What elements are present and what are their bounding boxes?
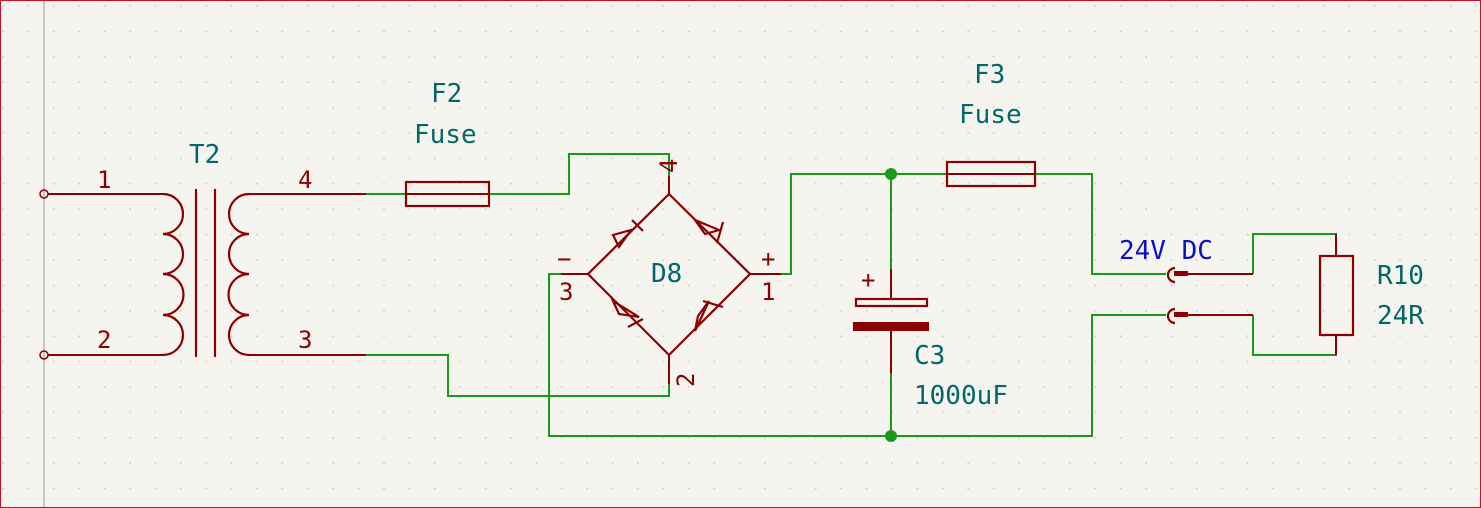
connector-pin-bottom bbox=[1174, 312, 1188, 317]
net-label-24v-dc: 24V DC bbox=[1119, 236, 1213, 266]
output-connector[interactable]: 24V DC bbox=[1119, 236, 1253, 325]
transformer-t2[interactable]: T2 1 2 4 3 bbox=[39, 140, 366, 360]
d8-diode-upper-right bbox=[691, 217, 725, 244]
wire-t2-bridge-pin2[interactable] bbox=[366, 354, 670, 397]
d8-diode-upper-left bbox=[611, 219, 644, 250]
d8-ref: D8 bbox=[651, 259, 682, 289]
r10-value: 24R bbox=[1377, 301, 1424, 331]
f3-ref: F3 bbox=[974, 60, 1005, 90]
f2-ref: F2 bbox=[431, 79, 462, 109]
fuse-f2[interactable]: F2 Fuse bbox=[404, 79, 491, 208]
t2-pin3-label: 3 bbox=[298, 326, 312, 354]
junction-ground bbox=[885, 430, 897, 442]
t2-pin4-label: 4 bbox=[298, 166, 312, 194]
d8-pin2-label: 2 bbox=[672, 373, 700, 387]
d8-pin4-label: 4 bbox=[655, 159, 683, 173]
d8-pin3-label: 3 bbox=[559, 278, 573, 306]
t2-pin1-label: 1 bbox=[97, 166, 111, 194]
bridge-rectifier-d8[interactable]: D8 4 2 3 1 − + bbox=[557, 159, 781, 387]
t2-secondary-winding bbox=[227, 192, 250, 357]
fuse-f3[interactable]: F3 Fuse bbox=[945, 60, 1037, 188]
d8-diode-lower-right bbox=[693, 299, 724, 332]
c3-ref: C3 bbox=[914, 341, 945, 371]
capacitor-c3[interactable]: + C3 1000uF bbox=[853, 266, 1008, 411]
wire-f3-out[interactable] bbox=[1035, 173, 1166, 275]
c3-value: 1000uF bbox=[914, 381, 1008, 411]
wire-f2-bridge-pin4[interactable] bbox=[489, 153, 670, 195]
connector-pin-top-socket bbox=[1166, 266, 1176, 284]
d8-minus-label: − bbox=[557, 245, 571, 273]
d8-diode-lower-left bbox=[610, 298, 644, 328]
c3-plate-negative bbox=[853, 322, 929, 331]
c3-plate-positive bbox=[854, 297, 929, 308]
wires bbox=[366, 153, 1337, 437]
f2-value: Fuse bbox=[414, 120, 477, 150]
t2-primary-winding bbox=[162, 192, 185, 357]
wire-bridge-plus-rail[interactable] bbox=[781, 173, 947, 275]
f3-value: Fuse bbox=[959, 100, 1022, 130]
resistor-r10[interactable]: R10 24R bbox=[1318, 234, 1424, 355]
d8-pin1-label: 1 bbox=[761, 278, 775, 306]
t2-pin2-label: 2 bbox=[97, 326, 111, 354]
c3-plus-label: + bbox=[861, 266, 875, 294]
t2-ref: T2 bbox=[189, 140, 220, 170]
d8-plus-label: + bbox=[761, 245, 775, 273]
connector-pin-top bbox=[1174, 271, 1188, 276]
connector-pin-bottom-socket bbox=[1166, 307, 1176, 325]
r10-ref: R10 bbox=[1377, 261, 1424, 291]
wire-ground-return[interactable] bbox=[548, 273, 1166, 437]
junction-positive bbox=[885, 168, 897, 180]
